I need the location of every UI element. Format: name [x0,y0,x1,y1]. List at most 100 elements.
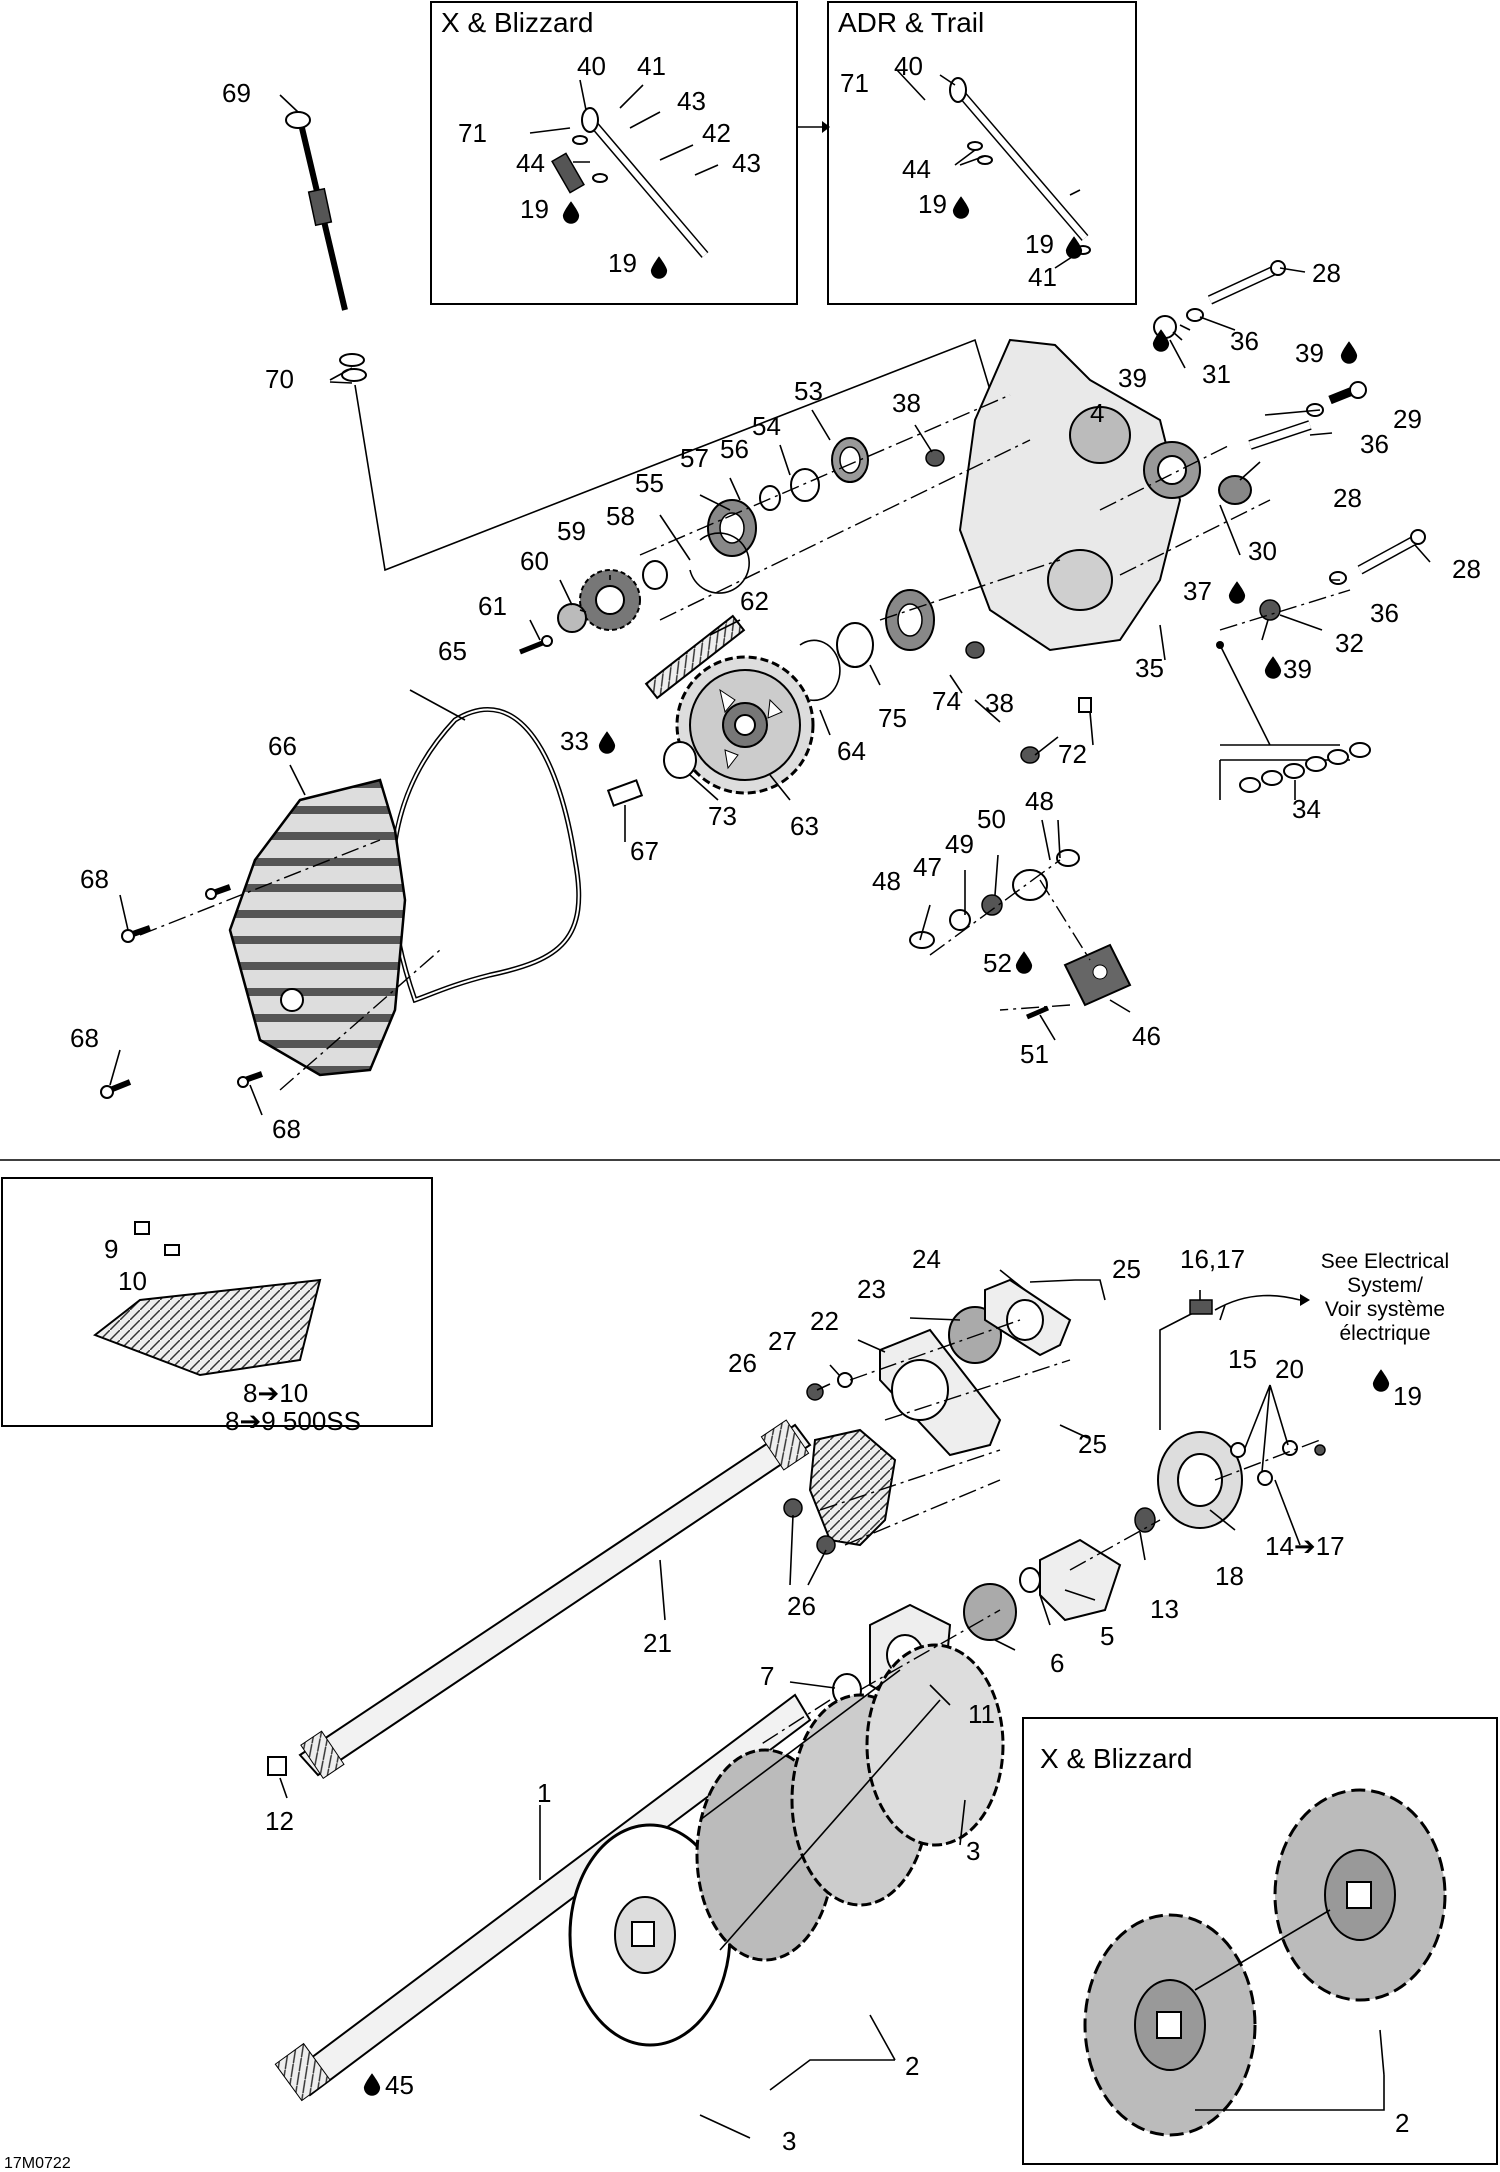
label-56: 56 [720,434,749,464]
label-14-to-17: 14➔17 [1265,1531,1345,1561]
washer-20-c [1282,1440,1298,1456]
bolt-28-top [1207,260,1286,305]
label-3: 3 [966,1836,980,1866]
label-68: 68 [70,1023,99,1053]
label-2: 2 [1395,2108,1409,2138]
nut-60 [557,603,587,633]
label-67: 67 [630,836,659,866]
pin-40-x-blizzard [551,107,709,258]
nut-26-top [806,1383,824,1401]
label-50: 50 [977,804,1006,834]
label-28: 28 [1333,483,1362,513]
label-13: 13 [1150,1594,1179,1624]
note-line-3: Voir système [1325,1298,1445,1321]
nut-38-top [925,449,945,467]
label-2: 2 [905,2051,919,2081]
track-box [1,1177,433,1427]
label-40: 40 [577,51,606,81]
label-1: 1 [537,1778,551,1808]
note-line-4: électrique [1339,1322,1430,1345]
label-26: 26 [728,1348,757,1378]
label-12: 12 [265,1806,294,1836]
circlip-64 [799,639,841,702]
bolt-68-b [205,884,231,900]
label-75: 75 [878,703,907,733]
gasket-65 [389,706,582,1004]
label-39: 39 [1283,654,1312,684]
label-23: 23 [857,1274,886,1304]
tensioner-block-46 [1063,943,1132,1007]
nut-26-a [783,1498,803,1518]
wheel-50 [1012,869,1048,901]
bolt-68-c [100,1079,132,1099]
note-line-2: System/ [1347,1274,1423,1297]
sprocket-59 [579,569,641,631]
label-8-to-9-500ss: 8➔9 500SS [225,1406,361,1436]
dipstick-part-69 [285,111,1006,572]
label-19: 19 [1393,1381,1422,1411]
bearing-6 [963,1583,1017,1641]
label-73: 73 [708,801,737,831]
roller-30 [1218,475,1252,505]
bolt-67 [606,779,644,807]
label-9: 9 [104,1234,118,1264]
bolt-29 [1328,381,1367,405]
circlip-5 [1019,1567,1041,1593]
bearing-49 [981,894,1003,916]
label-37: 37 [1183,576,1212,606]
x-blizzard-box-top: X & Blizzard [430,1,798,305]
plug-12 [267,1756,287,1776]
label-43: 43 [732,148,761,178]
label-74: 74 [932,686,961,716]
drawing-code: 17M0722 [4,2155,71,2172]
label-49: 49 [945,829,974,859]
label-3: 3 [782,2126,796,2156]
label-71: 71 [840,68,869,98]
spacer-73 [663,741,697,779]
sensor-15 [1189,1299,1213,1315]
label-4: 4 [1090,398,1104,428]
label-71: 71 [458,118,487,148]
label-36: 36 [1360,429,1389,459]
bolt-61 [519,635,553,655]
label-33: 33 [560,726,589,756]
label-8-to-10: 8➔10 [243,1378,308,1408]
label-65: 65 [438,636,467,666]
label-6: 6 [1050,1648,1064,1678]
washer-48-right [1056,849,1080,867]
washer-36-top [1186,308,1204,322]
plate-13 [1039,1538,1122,1622]
label-40: 40 [894,51,923,81]
label-25: 25 [1112,1254,1141,1284]
nut-32 [1259,599,1281,621]
gear-63 [675,655,815,795]
label-5: 5 [1100,1621,1114,1651]
label-32: 32 [1335,628,1364,658]
shim-lead [1219,644,1340,746]
label-47: 47 [913,852,942,882]
label-10: 10 [118,1266,147,1296]
washer-20-b [1257,1470,1273,1486]
label-30: 30 [1248,536,1277,566]
label-53: 53 [794,376,823,406]
label-15: 15 [1228,1344,1257,1374]
stud-10 [164,1244,180,1256]
label-60: 60 [520,546,549,576]
plate-24 [984,1278,1072,1357]
label-44: 44 [516,148,545,178]
label-68: 68 [80,864,109,894]
spacer-75 [836,622,874,668]
washer-36-low [1329,571,1347,585]
label-54: 54 [752,411,781,441]
adr-trail-box: ADR & Trail [827,1,1137,305]
bracket-plate [808,1428,897,1547]
leader-lines [109,69,1431,2139]
box-title-x-blizzard: X & Blizzard [441,7,594,38]
label-45: 45 [385,2070,414,2100]
bolt-51 [1026,1005,1049,1020]
label-7: 7 [760,1661,774,1691]
bolt-28-mid [1248,420,1312,450]
sprocket-pair-x-blizzard [1083,1788,1447,2137]
label-41: 41 [1028,262,1057,292]
label-69: 69 [222,78,251,108]
